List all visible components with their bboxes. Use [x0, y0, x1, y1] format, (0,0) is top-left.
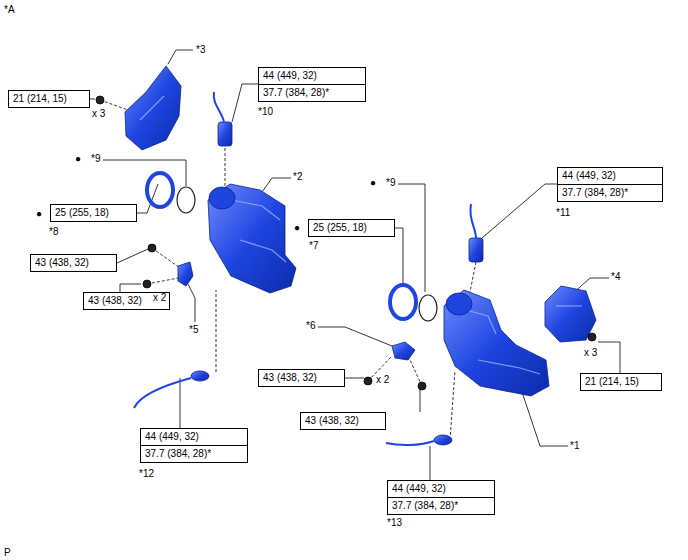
- callout-number: *6: [306, 320, 315, 332]
- callout-number: *5: [189, 324, 198, 336]
- callout-number: *12: [139, 468, 154, 480]
- callout-number: x 2: [153, 292, 166, 304]
- callout-number: x 3: [92, 108, 105, 120]
- torque-value: 44 (449, 32): [558, 168, 662, 184]
- torque-value: 44 (449, 32): [259, 68, 365, 84]
- torque-value: 37.7 (384, 28)*: [388, 497, 494, 514]
- callout-number: *10: [258, 106, 273, 118]
- bullet-mark: ●: [370, 177, 376, 189]
- torque-value: 44 (449, 32): [141, 429, 247, 445]
- torque-box: 44 (449, 32)37.7 (384, 28)*: [387, 480, 495, 515]
- bullet-mark: ●: [75, 153, 81, 165]
- torque-value: 21 (214, 15): [581, 374, 661, 390]
- callout-number: x 2: [376, 374, 389, 386]
- torque-value: 37.7 (384, 28)*: [558, 184, 662, 201]
- torque-box: 44 (449, 32)37.7 (384, 28)*: [258, 67, 366, 102]
- torque-value: 44 (449, 32): [388, 481, 494, 497]
- callout-number: *13: [387, 517, 402, 529]
- torque-box: 21 (214, 15): [8, 90, 90, 108]
- torque-value: 37.7 (384, 28)*: [141, 445, 247, 462]
- callout-number: *A: [4, 4, 15, 16]
- torque-box: 43 (438, 32): [258, 369, 345, 387]
- torque-value: 43 (438, 32): [31, 255, 116, 271]
- callout-number: *8: [49, 226, 58, 238]
- callout-number: *9: [91, 153, 100, 165]
- callout-number: *7: [309, 240, 318, 252]
- callout-number: *4: [611, 271, 620, 283]
- torque-box: 43 (438, 32): [30, 254, 117, 272]
- torque-box: 44 (449, 32)37.7 (384, 28)*: [557, 167, 663, 202]
- torque-value: 43 (438, 32): [301, 413, 385, 429]
- torque-box: 44 (449, 32)37.7 (384, 28)*: [140, 428, 248, 463]
- torque-value: 37.7 (384, 28)*: [259, 84, 365, 101]
- bullet-mark: ●: [36, 208, 42, 220]
- torque-box: 25 (255, 18): [308, 219, 395, 237]
- callout-number: *9: [386, 177, 395, 189]
- torque-box: 25 (255, 18): [50, 204, 137, 222]
- callout-number: *3: [196, 44, 205, 56]
- torque-value: 21 (214, 15): [9, 91, 89, 107]
- torque-value: 43 (438, 32): [259, 370, 344, 386]
- callout-number: *2: [293, 171, 302, 183]
- callout-number: *11: [556, 207, 570, 219]
- callout-number: *1: [570, 440, 579, 452]
- torque-value: 25 (255, 18): [309, 220, 394, 236]
- torque-box: 21 (214, 15): [580, 373, 662, 391]
- torque-box: 43 (438, 32): [300, 412, 386, 430]
- callout-number: P: [4, 547, 11, 559]
- bullet-mark: ●: [294, 222, 300, 234]
- callout-number: x 3: [584, 347, 597, 359]
- torque-value: 25 (255, 18): [51, 205, 136, 221]
